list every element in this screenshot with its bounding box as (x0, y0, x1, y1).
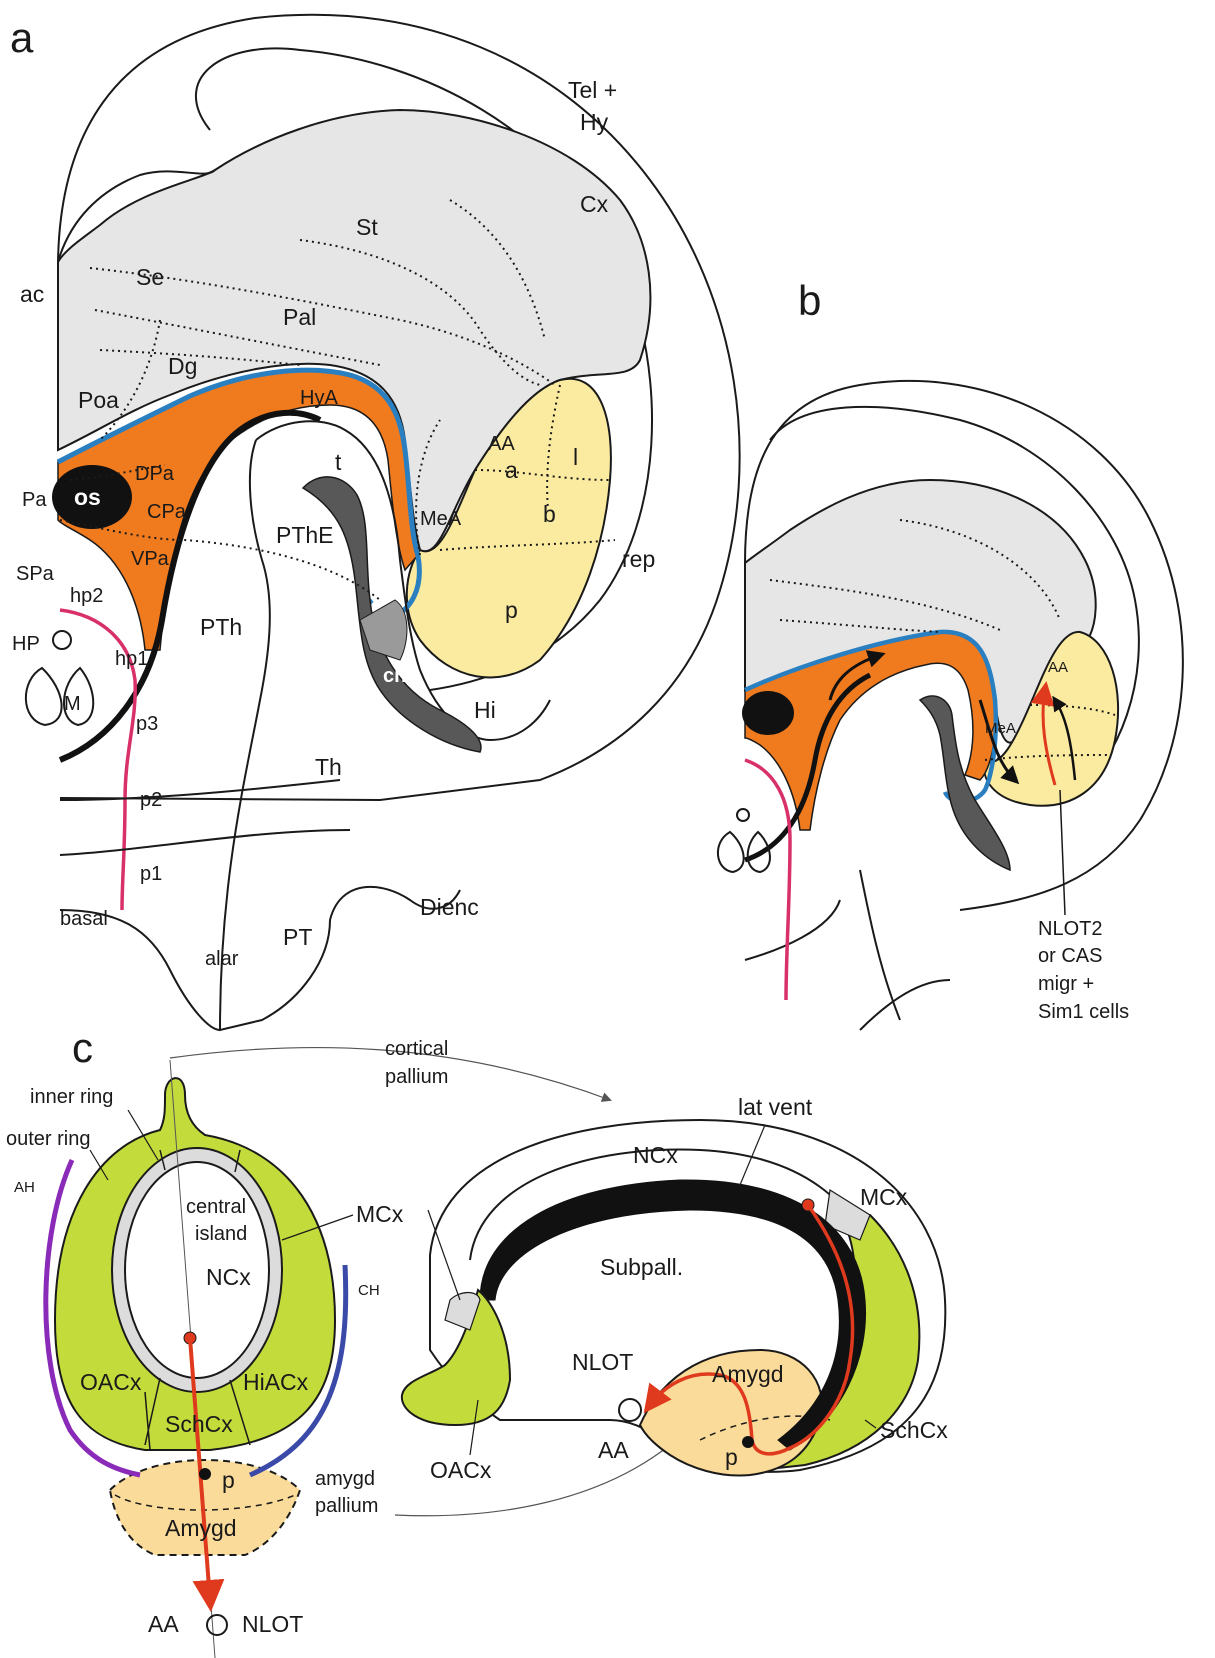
label-outer-ring: outer ring (6, 1128, 91, 1150)
label-ah: AH (14, 1179, 35, 1196)
black-dot-p (199, 1468, 211, 1480)
label-cortical-2: pallium (385, 1066, 448, 1088)
panel-c: c cortical pallium inner ring (6, 1024, 948, 1658)
panel-b-note-2: or CAS (1038, 945, 1102, 967)
label-p2: p2 (140, 789, 162, 811)
label-ncx-right: NCx (633, 1142, 678, 1168)
label-tel-hy-1: Tel + (568, 77, 617, 103)
label-p3: p3 (136, 713, 158, 735)
label-t: t (335, 449, 342, 475)
label-amygd: Amygd (165, 1515, 237, 1541)
label-ac: ac (20, 281, 44, 307)
label-amygd-pallium-2: pallium (315, 1495, 378, 1517)
panel-a-letter: a (10, 14, 34, 61)
panel-b-label-aa: AA (1048, 659, 1068, 676)
label-dpa: DPa (135, 463, 175, 485)
label-central-1: central (186, 1196, 246, 1218)
label-vpa: VPa (131, 548, 170, 570)
label-p: p (505, 597, 518, 623)
label-pa: Pa (22, 489, 47, 511)
label-hp1: hp1 (115, 648, 148, 670)
label-alar: alar (205, 948, 239, 970)
label-cx: Cx (580, 191, 609, 217)
label-pt: PT (283, 924, 312, 950)
label-b: b (543, 501, 556, 527)
label-hi: Hi (474, 697, 496, 723)
panel-b-note-1: NLOT2 (1038, 918, 1102, 940)
label-st: St (356, 214, 378, 240)
panel-b-lower-outline (745, 870, 950, 1030)
label-se: Se (136, 264, 164, 290)
hp-circle (53, 631, 71, 649)
label-poa: Poa (78, 387, 119, 413)
label-cpa: CPa (147, 501, 187, 523)
label-dienc: Dienc (420, 894, 479, 920)
mammillary-left (26, 668, 62, 725)
label-th: Th (315, 754, 342, 780)
label-hya: HyA (300, 387, 338, 409)
panel-b-optic-stalk (742, 691, 794, 735)
label-basal: basal (60, 908, 108, 930)
label-pthe: PThE (276, 522, 334, 548)
label-ch: CH (358, 1282, 380, 1299)
label-p-c: p (222, 1467, 235, 1493)
label-schcx-right: SchCx (880, 1417, 948, 1443)
panel-b-note-4: Sim1 cells (1038, 1001, 1129, 1023)
label-rep: rep (622, 546, 655, 572)
label-oacx-right: OACx (430, 1457, 492, 1483)
label-a: a (505, 457, 518, 483)
panel-b-note-pointer (1060, 790, 1065, 915)
label-p1: p1 (140, 863, 162, 885)
label-hp2: hp2 (70, 585, 103, 607)
label-p-right: p (725, 1444, 738, 1470)
label-ncx: NCx (206, 1264, 251, 1290)
label-hiacx: HiACx (243, 1369, 309, 1395)
panel-b-hp-circle (737, 809, 749, 821)
label-mea: MeA (420, 508, 462, 530)
p3-boundary (60, 780, 340, 800)
label-aa: AA (488, 433, 515, 455)
panel-c-letter: c (72, 1024, 93, 1071)
label-os: os (74, 484, 101, 510)
label-amygd-pallium-1: amygd (315, 1468, 375, 1490)
label-aa-right: AA (598, 1437, 629, 1463)
panel-b-note-3: migr + (1038, 973, 1094, 995)
label-oacx: OACx (80, 1369, 142, 1395)
label-mcx-right: MCx (860, 1184, 908, 1210)
label-schcx: SchCx (165, 1411, 233, 1437)
label-tel-hy-2: Hy (580, 109, 609, 135)
panel-a: a os (10, 14, 740, 1030)
label-dg: Dg (168, 353, 197, 379)
label-central-2: island (195, 1223, 247, 1245)
label-pal: Pal (283, 304, 316, 330)
label-cortical-1: cortical (385, 1038, 448, 1060)
label-pth: PTh (200, 614, 242, 640)
label-subpall: Subpall. (600, 1254, 683, 1280)
label-aa-c: AA (148, 1611, 179, 1637)
label-spa: SPa (16, 563, 55, 585)
label-hp: HP (12, 633, 40, 655)
label-inner-ring: inner ring (30, 1086, 113, 1108)
label-nlot-c: NLOT (242, 1611, 303, 1637)
label-chf: chf (383, 665, 413, 687)
panel-b: b AA MeA NLOT2 or CAS m (718, 277, 1183, 1030)
panel-b-label-mea: MeA (985, 720, 1016, 737)
p2-boundary (60, 830, 350, 855)
black-dot-right (742, 1436, 754, 1448)
panel-b-letter: b (798, 277, 821, 324)
label-l: l (573, 444, 578, 470)
label-lat-vent: lat vent (738, 1094, 813, 1120)
nlot-circle (207, 1615, 227, 1635)
label-m: M (64, 693, 81, 715)
panel-b-mammillary-l (718, 832, 744, 872)
panel-b-magenta-line (745, 760, 790, 1000)
label-amygd-right: Amygd (712, 1361, 784, 1387)
label-mcx: MCx (356, 1201, 404, 1227)
label-nlot-right: NLOT (572, 1349, 633, 1375)
